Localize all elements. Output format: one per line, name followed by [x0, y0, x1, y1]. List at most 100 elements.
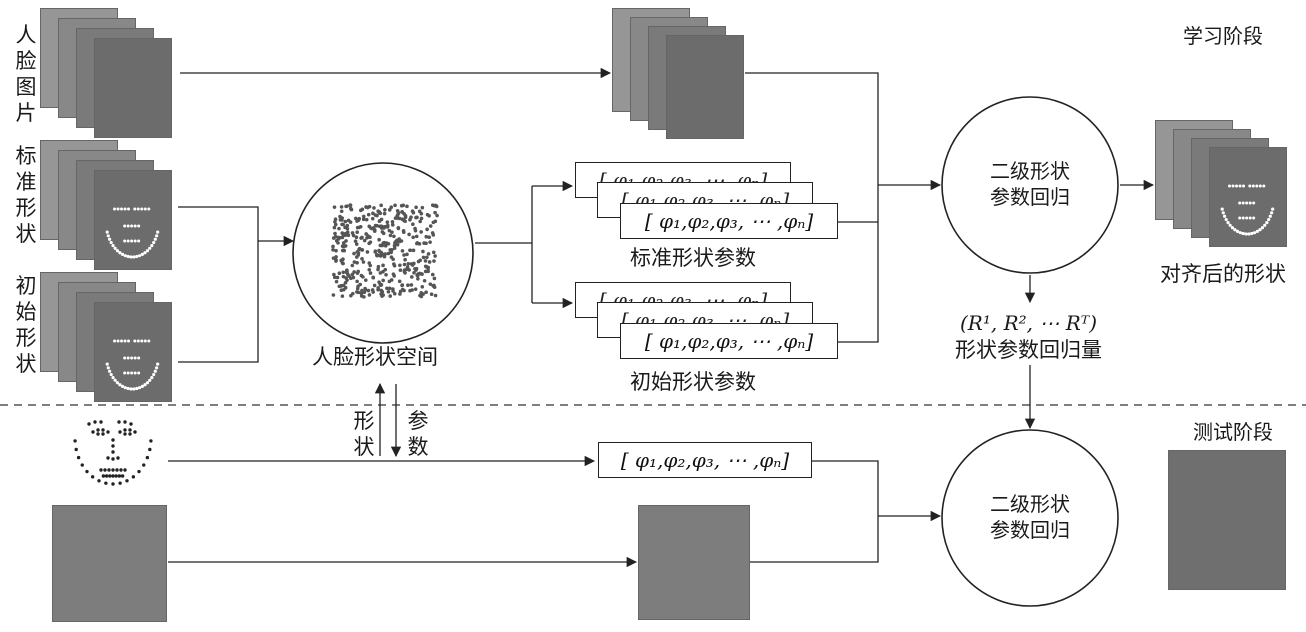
cloud-point	[381, 263, 385, 268]
cloud-point	[338, 218, 343, 222]
cloud-point	[351, 233, 356, 238]
landmark-point	[114, 474, 118, 478]
cloud-point	[354, 242, 359, 246]
landmark-point	[128, 432, 132, 436]
cloud-point	[380, 230, 385, 234]
cloud-point	[425, 255, 429, 260]
landmark-point	[108, 474, 112, 478]
cloud-point	[397, 239, 402, 244]
cloud-point	[345, 268, 349, 273]
landmark-point	[123, 432, 127, 436]
landmark-point	[106, 430, 110, 434]
landmark-point	[111, 450, 115, 454]
cloud-point	[344, 204, 348, 209]
regression-amount-label: 形状参数回归量	[955, 338, 1102, 362]
landmark-dots	[1220, 184, 1275, 236]
cloud-point	[420, 284, 425, 289]
cloud-point	[422, 278, 427, 283]
landmark-point	[125, 479, 129, 483]
cloud-point	[332, 225, 337, 230]
landmark-point	[148, 447, 152, 452]
landmark-point	[123, 468, 127, 472]
cloud-point	[428, 240, 432, 244]
cloud-point	[412, 270, 416, 275]
cloud-point	[359, 273, 364, 278]
cloud-point	[428, 282, 433, 286]
cloud-point	[411, 210, 416, 215]
cloud-point	[384, 272, 388, 277]
cloud-point	[408, 248, 413, 253]
cloud-point	[335, 275, 340, 280]
landmark-point	[111, 468, 115, 472]
cloud-point	[337, 284, 342, 289]
cloud-point	[382, 240, 387, 245]
cloud-point	[354, 235, 359, 240]
landmark-dots	[105, 339, 160, 391]
cloud-point	[405, 204, 409, 209]
cloud-point	[348, 220, 353, 224]
cloud-point	[383, 244, 388, 248]
test-face-photo-2	[638, 505, 750, 620]
stage-testing-label: 测试阶段	[1193, 420, 1273, 444]
cloud-point	[423, 269, 428, 274]
cloud-point	[433, 219, 438, 224]
stack-photo	[1209, 147, 1287, 247]
cloud-point	[383, 267, 388, 272]
cloud-point	[419, 230, 423, 234]
cloud-point	[432, 276, 437, 281]
cloud-point	[350, 291, 355, 296]
landmark-point	[91, 430, 95, 434]
cloud-point	[341, 232, 345, 237]
regression-top-circle	[941, 96, 1119, 274]
landmark-point	[107, 468, 111, 472]
cloud-point	[395, 208, 400, 213]
landmark-point	[93, 420, 97, 424]
cloud-point	[353, 216, 358, 221]
landmark-point	[103, 468, 107, 472]
landmark-point	[74, 447, 78, 452]
cloud-point	[373, 249, 378, 253]
cloud-point	[418, 293, 422, 298]
landmark-point	[101, 432, 105, 436]
cloud-point	[422, 241, 426, 245]
cloud-point	[411, 248, 416, 253]
cloud-point	[341, 270, 346, 275]
cloud-point	[431, 284, 435, 288]
landmark-point	[104, 481, 108, 485]
cloud-point	[403, 213, 408, 218]
cloud-point	[396, 226, 401, 231]
connector-top-images	[745, 72, 879, 185]
cloud-point	[364, 232, 368, 236]
cloud-point	[366, 212, 371, 217]
cloud-point	[371, 275, 375, 280]
cloud-point	[423, 259, 428, 263]
cloud-point	[385, 220, 390, 225]
cloud-point	[360, 235, 364, 240]
regression-bottom-text: 二级形状参数回归	[990, 492, 1070, 542]
cloud-point	[406, 262, 411, 266]
cloud-point	[377, 253, 382, 258]
cloud-point	[419, 216, 424, 221]
landmark-point	[133, 430, 137, 434]
stack-photo	[666, 35, 744, 139]
cloud-point	[402, 262, 407, 267]
cloud-point	[423, 264, 428, 269]
cloud-point	[351, 275, 356, 280]
cloud-point	[386, 289, 391, 294]
cloud-point	[370, 226, 374, 231]
initial-params-label: 初始形状参数	[630, 370, 756, 394]
stack-photo	[94, 170, 172, 270]
cloud-point	[398, 289, 403, 294]
cloud-point	[418, 271, 423, 276]
connector-test-params	[812, 460, 879, 516]
cloud-point	[421, 249, 425, 254]
landmark-point	[76, 455, 81, 460]
cloud-point	[338, 214, 342, 219]
cloud-point	[388, 233, 393, 238]
cloud-point	[366, 288, 371, 293]
stack-photo	[94, 38, 172, 138]
cloud-point	[365, 250, 370, 254]
landmark-point	[99, 420, 103, 424]
cloud-point	[362, 238, 367, 243]
cloud-point	[396, 216, 400, 220]
